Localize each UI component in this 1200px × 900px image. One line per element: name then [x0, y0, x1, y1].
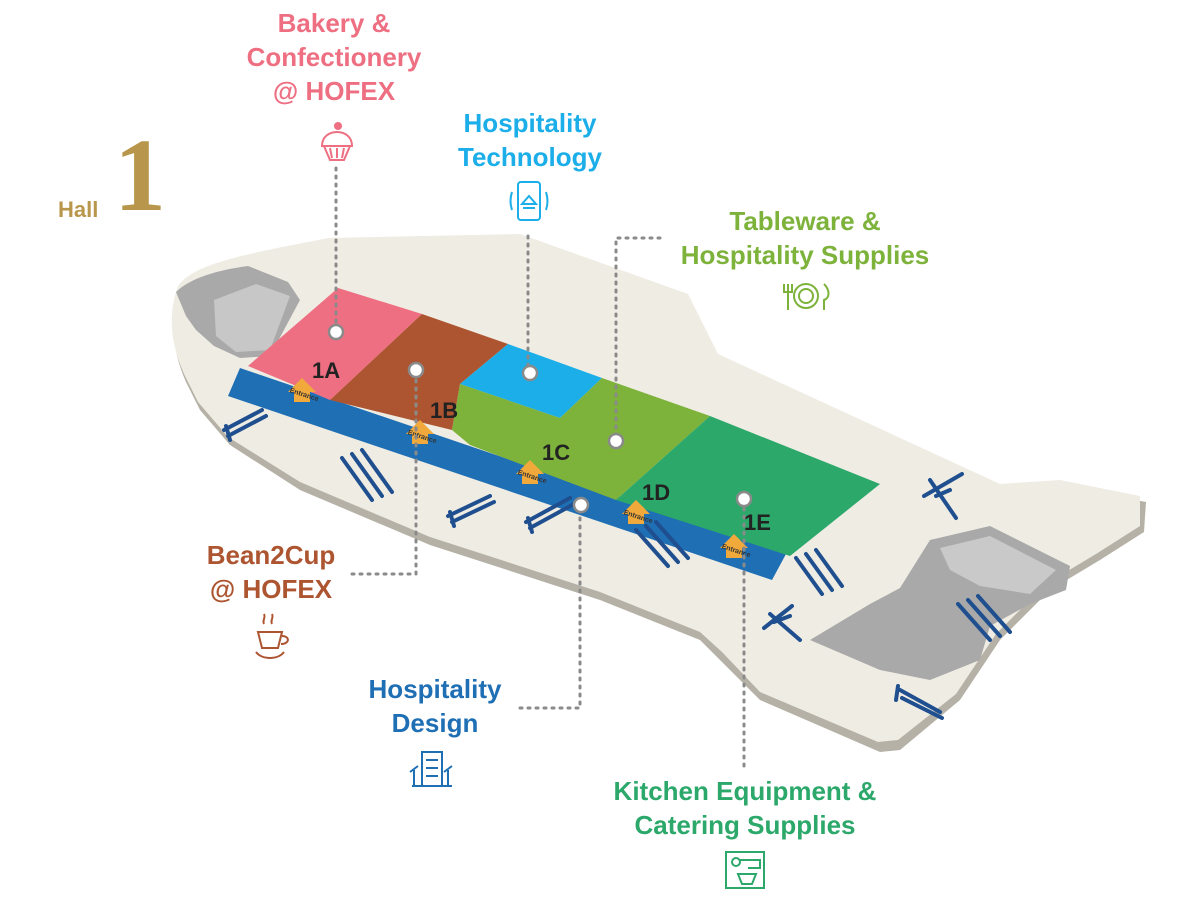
hall-word: Hall	[58, 197, 99, 222]
pin-technology[interactable]	[521, 364, 539, 382]
zone-code-1a: 1A	[312, 358, 340, 383]
left-service-area-inner	[214, 284, 290, 352]
escalator-icon	[894, 684, 944, 720]
entrance-marker: Entrance	[288, 378, 319, 403]
zone-code-1c: 1C	[542, 440, 570, 465]
hall-number: 1	[114, 118, 166, 233]
hotel-building-icon	[409, 751, 453, 787]
zone-1d-1e	[616, 416, 880, 556]
category-label-bean2cup[interactable]: Bean2Cup @ HOFEX	[206, 540, 336, 604]
category-label-tableware[interactable]: Tableware & Hospitality Supplies	[680, 206, 930, 270]
zone-code-1b: 1B	[430, 398, 458, 423]
escalator-icon	[222, 408, 268, 442]
zone-code-1d: 1D	[642, 480, 670, 505]
category-label-kitchen[interactable]: Kitchen Equipment & Catering Supplies	[613, 776, 877, 840]
escalator-icon	[524, 496, 576, 534]
zone-1a	[248, 288, 422, 400]
zone-code-1e: 1E	[744, 510, 771, 535]
escalator-icon	[634, 520, 690, 568]
escalator-icon	[922, 472, 964, 520]
escalator-icon	[340, 448, 394, 502]
category-label-design[interactable]: Hospitality Design	[368, 674, 502, 738]
pin-bakery[interactable]	[327, 323, 345, 341]
escalator-icon	[446, 494, 496, 528]
escalator-icon	[956, 594, 1012, 642]
pin-tableware[interactable]	[607, 432, 625, 450]
stand-mixer-icon	[725, 851, 765, 889]
plate-cutlery-icon	[783, 283, 830, 310]
escalator-icon	[762, 604, 802, 642]
leader-line-tableware	[614, 236, 662, 442]
smartphone-icon	[509, 181, 549, 221]
pin-kitchen[interactable]	[735, 490, 753, 508]
coffee-cup-icon	[255, 613, 289, 659]
entrance-marker: Entrance	[516, 460, 547, 485]
category-label-bakery[interactable]: Bakery & Confectionery @ HOFEX	[246, 8, 422, 106]
zone-1c	[452, 378, 710, 500]
category-label-technology[interactable]: Hospitality Technology	[458, 108, 602, 172]
entrance-marker: Entrance	[406, 420, 437, 445]
leader-line-bean2cup	[350, 368, 418, 576]
pin-design[interactable]	[572, 496, 590, 514]
escalator-icon	[794, 548, 844, 596]
pin-bean2cup[interactable]	[407, 361, 425, 379]
entrance-marker: Entrance	[622, 500, 653, 525]
cupcake-icon	[320, 122, 354, 161]
right-service-area-inner	[940, 536, 1056, 594]
